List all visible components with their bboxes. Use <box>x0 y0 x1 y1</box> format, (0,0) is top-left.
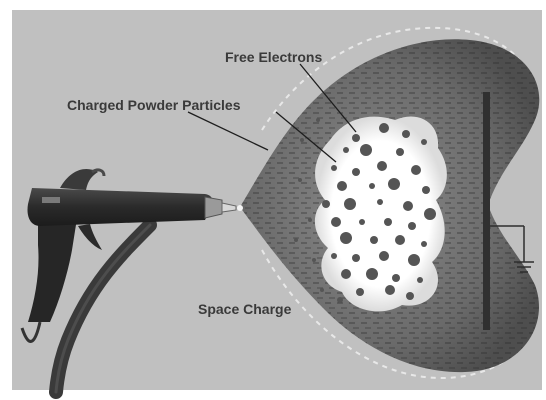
powder-particle <box>300 138 304 142</box>
powder-particle <box>316 118 320 122</box>
powder-particle <box>392 274 400 282</box>
powder-particle <box>344 198 356 210</box>
powder-particle <box>403 201 413 211</box>
powder-particle <box>424 208 436 220</box>
powder-particle <box>421 139 427 145</box>
powder-particle <box>312 258 316 262</box>
powder-particle <box>352 168 360 176</box>
powder-particle <box>331 253 337 259</box>
powder-particle <box>395 235 405 245</box>
powder-particle <box>408 254 420 266</box>
powder-particle <box>337 297 343 303</box>
powder-particle <box>396 148 404 156</box>
powder-particle <box>337 181 347 191</box>
powder-particle <box>408 222 416 230</box>
powder-particle <box>340 232 352 244</box>
powder-particle <box>343 147 349 153</box>
powder-particle <box>379 123 389 133</box>
powder-particle <box>360 144 372 156</box>
free-electrons-label: Free Electrons <box>225 49 322 65</box>
powder-particle <box>366 268 378 280</box>
powder-particle <box>298 178 302 182</box>
powder-particle <box>402 130 410 138</box>
powder-particle <box>417 277 423 283</box>
powder-particle <box>370 236 378 244</box>
charged-powder-particles-label: Charged Powder Particles <box>67 97 241 113</box>
powder-particle <box>388 178 400 190</box>
powder-particle <box>352 254 360 262</box>
powder-particle <box>421 241 427 247</box>
powder-particle <box>379 251 389 261</box>
powder-particle <box>406 292 414 300</box>
powder-particle <box>356 288 364 296</box>
powder-particle <box>384 218 392 226</box>
powder-particle <box>294 238 298 242</box>
powder-particle <box>352 134 360 142</box>
powder-particle <box>377 161 387 171</box>
powder-particle <box>322 200 330 208</box>
powder-particle <box>411 165 421 175</box>
powder-particle <box>385 285 395 295</box>
powder-particle <box>422 186 430 194</box>
powder-particle <box>331 165 337 171</box>
powder-particle <box>308 218 312 222</box>
powder-particle <box>359 219 365 225</box>
powder-particle <box>341 269 351 279</box>
powder-particle <box>377 199 383 205</box>
powder-particle <box>331 217 341 227</box>
powder-particle <box>369 183 375 189</box>
grounded-workpiece <box>483 92 490 330</box>
space-charge-label: Space Charge <box>198 301 292 317</box>
powder-particle <box>320 288 324 292</box>
